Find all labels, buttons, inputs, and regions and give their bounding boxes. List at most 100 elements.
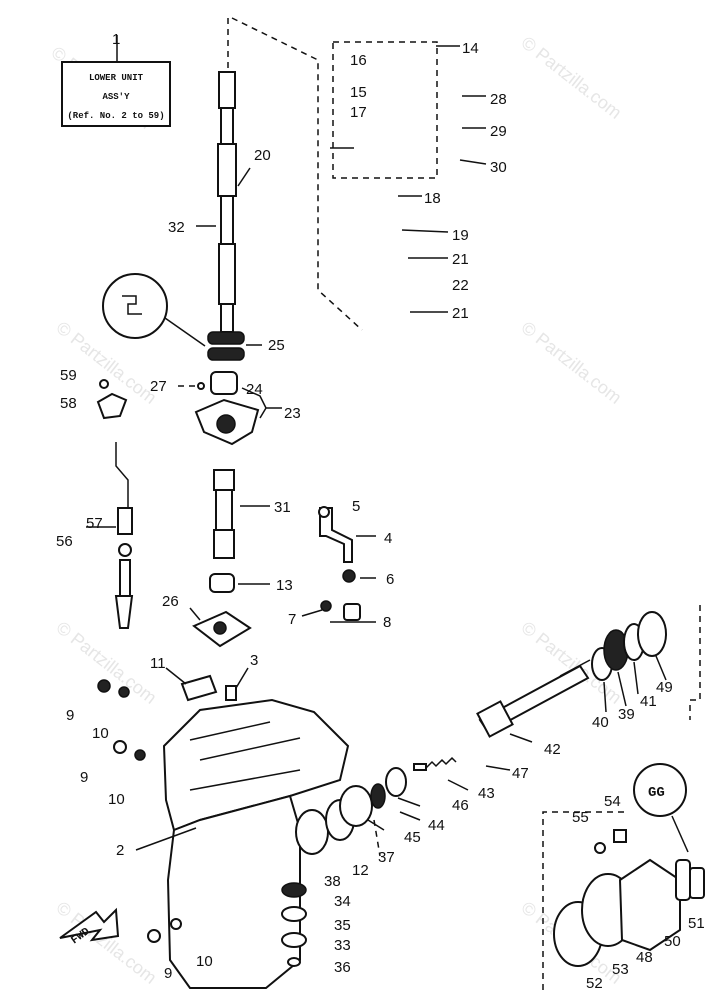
oil-seal — [207, 331, 262, 361]
callout-48: 48 — [636, 949, 653, 966]
callout-4: 4 — [384, 530, 392, 547]
nut — [613, 829, 627, 843]
lower-unit-title-box: LOWER UNIT ASS'Y (Ref. No. 2 to 59) — [61, 35, 171, 127]
callout-32: 32 — [168, 219, 185, 236]
callout-19: 19 — [452, 227, 469, 244]
title-box-line3: (Ref. No. 2 to 59) — [67, 111, 164, 121]
callout-31: 31 — [274, 499, 291, 516]
callout-26: 26 — [162, 593, 179, 610]
washer-50 — [675, 859, 691, 901]
water-pump-group-outline — [231, 17, 363, 331]
title-box-line2: ASS'Y — [102, 92, 130, 102]
callout-45: 45 — [404, 829, 421, 846]
bolt-9c — [147, 929, 161, 943]
water-tube — [213, 469, 235, 559]
callout-33: 33 — [334, 937, 351, 954]
callout-21b: 21 — [452, 305, 469, 322]
title-box-line1: LOWER UNIT — [89, 73, 144, 83]
callout-27: 27 — [150, 378, 167, 395]
callout-5: 5 — [352, 498, 360, 515]
shift-rod-boot — [319, 507, 353, 563]
callout-10a: 10 — [92, 725, 109, 742]
washer-33 — [281, 932, 307, 948]
callout-10b: 10 — [108, 791, 125, 808]
callout-39: 39 — [618, 706, 635, 723]
water-pump-housing-box — [332, 41, 438, 179]
callout-42: 42 — [544, 741, 561, 758]
propeller-shaft — [476, 659, 591, 738]
callout-1: 1 — [112, 31, 120, 48]
callout-49: 49 — [656, 679, 673, 696]
leader-lines — [135, 45, 667, 851]
watermark-top-right: © Partzilla.com — [518, 32, 626, 122]
callout-9c: 9 — [164, 965, 172, 982]
pin — [197, 382, 205, 390]
callout-59: 59 — [60, 367, 77, 384]
seal-detail-inset — [102, 273, 206, 347]
svg-text:GG: GG — [648, 785, 665, 801]
callout-18: 18 — [424, 190, 441, 207]
watermark-mid-right: © Partzilla.com — [518, 317, 626, 407]
callout-9a: 9 — [66, 707, 74, 724]
callout-23: 23 — [284, 405, 301, 422]
seal — [225, 685, 237, 701]
washer-10c — [170, 918, 182, 930]
callout-47: 47 — [512, 765, 529, 782]
callout-2: 2 — [116, 842, 124, 859]
callout-labels: 1 2 3 4 5 6 7 8 9 9 9 10 10 10 11 12 13 … — [56, 31, 705, 992]
callout-24: 24 — [246, 381, 263, 398]
callout-8: 8 — [383, 614, 391, 631]
prop-detail-inset — [633, 763, 687, 817]
bolt-9a — [97, 679, 111, 693]
callout-12: 12 — [352, 862, 369, 879]
callout-41: 41 — [640, 693, 657, 710]
nut-51 — [689, 867, 705, 899]
bolt-9b — [113, 740, 127, 754]
callout-51: 51 — [688, 915, 705, 932]
cotter-pin — [594, 842, 606, 854]
callout-34: 34 — [334, 893, 351, 910]
ring — [385, 767, 407, 797]
callout-30: 30 — [490, 159, 507, 176]
callout-57: 57 — [86, 515, 103, 532]
callout-43: 43 — [478, 785, 495, 802]
callout-28: 28 — [490, 91, 507, 108]
callout-9b: 9 — [80, 769, 88, 786]
callout-10c: 10 — [196, 953, 213, 970]
washer-10b — [134, 749, 146, 761]
callout-29: 29 — [490, 123, 507, 140]
callout-3: 3 — [250, 652, 258, 669]
washer-10a — [118, 686, 130, 698]
callout-7: 7 — [288, 611, 296, 628]
callout-55: 55 — [572, 809, 589, 826]
watermark-lower-left: © Partzilla.com — [53, 617, 161, 707]
callout-35: 35 — [334, 917, 351, 934]
callout-44: 44 — [428, 817, 445, 834]
callout-40: 40 — [592, 714, 609, 731]
o-ring — [370, 783, 386, 809]
callout-14: 14 — [462, 40, 479, 57]
shift-rod-link — [343, 603, 361, 621]
callout-53: 53 — [612, 961, 629, 978]
shift-rod-holder — [96, 392, 128, 420]
propeller — [618, 858, 681, 952]
callout-13: 13 — [276, 577, 293, 594]
bearing-49 — [637, 611, 667, 657]
screw — [99, 379, 109, 389]
bolt — [320, 600, 332, 612]
callout-16: 16 — [350, 52, 367, 69]
propeller-group-outline — [689, 605, 701, 720]
callout-6: 6 — [386, 571, 394, 588]
watermark-bottom-left: © Partzilla.com — [53, 897, 161, 987]
callout-58: 58 — [60, 395, 77, 412]
callout-21a: 21 — [452, 251, 469, 268]
grommet — [209, 573, 235, 593]
callout-37: 37 — [378, 849, 395, 866]
oil-seal-34 — [281, 882, 307, 898]
callout-46: 46 — [452, 797, 469, 814]
callout-22: 22 — [452, 277, 469, 294]
callout-52: 52 — [586, 975, 603, 992]
prop-kit-outline — [542, 811, 625, 990]
bearing — [295, 809, 329, 855]
